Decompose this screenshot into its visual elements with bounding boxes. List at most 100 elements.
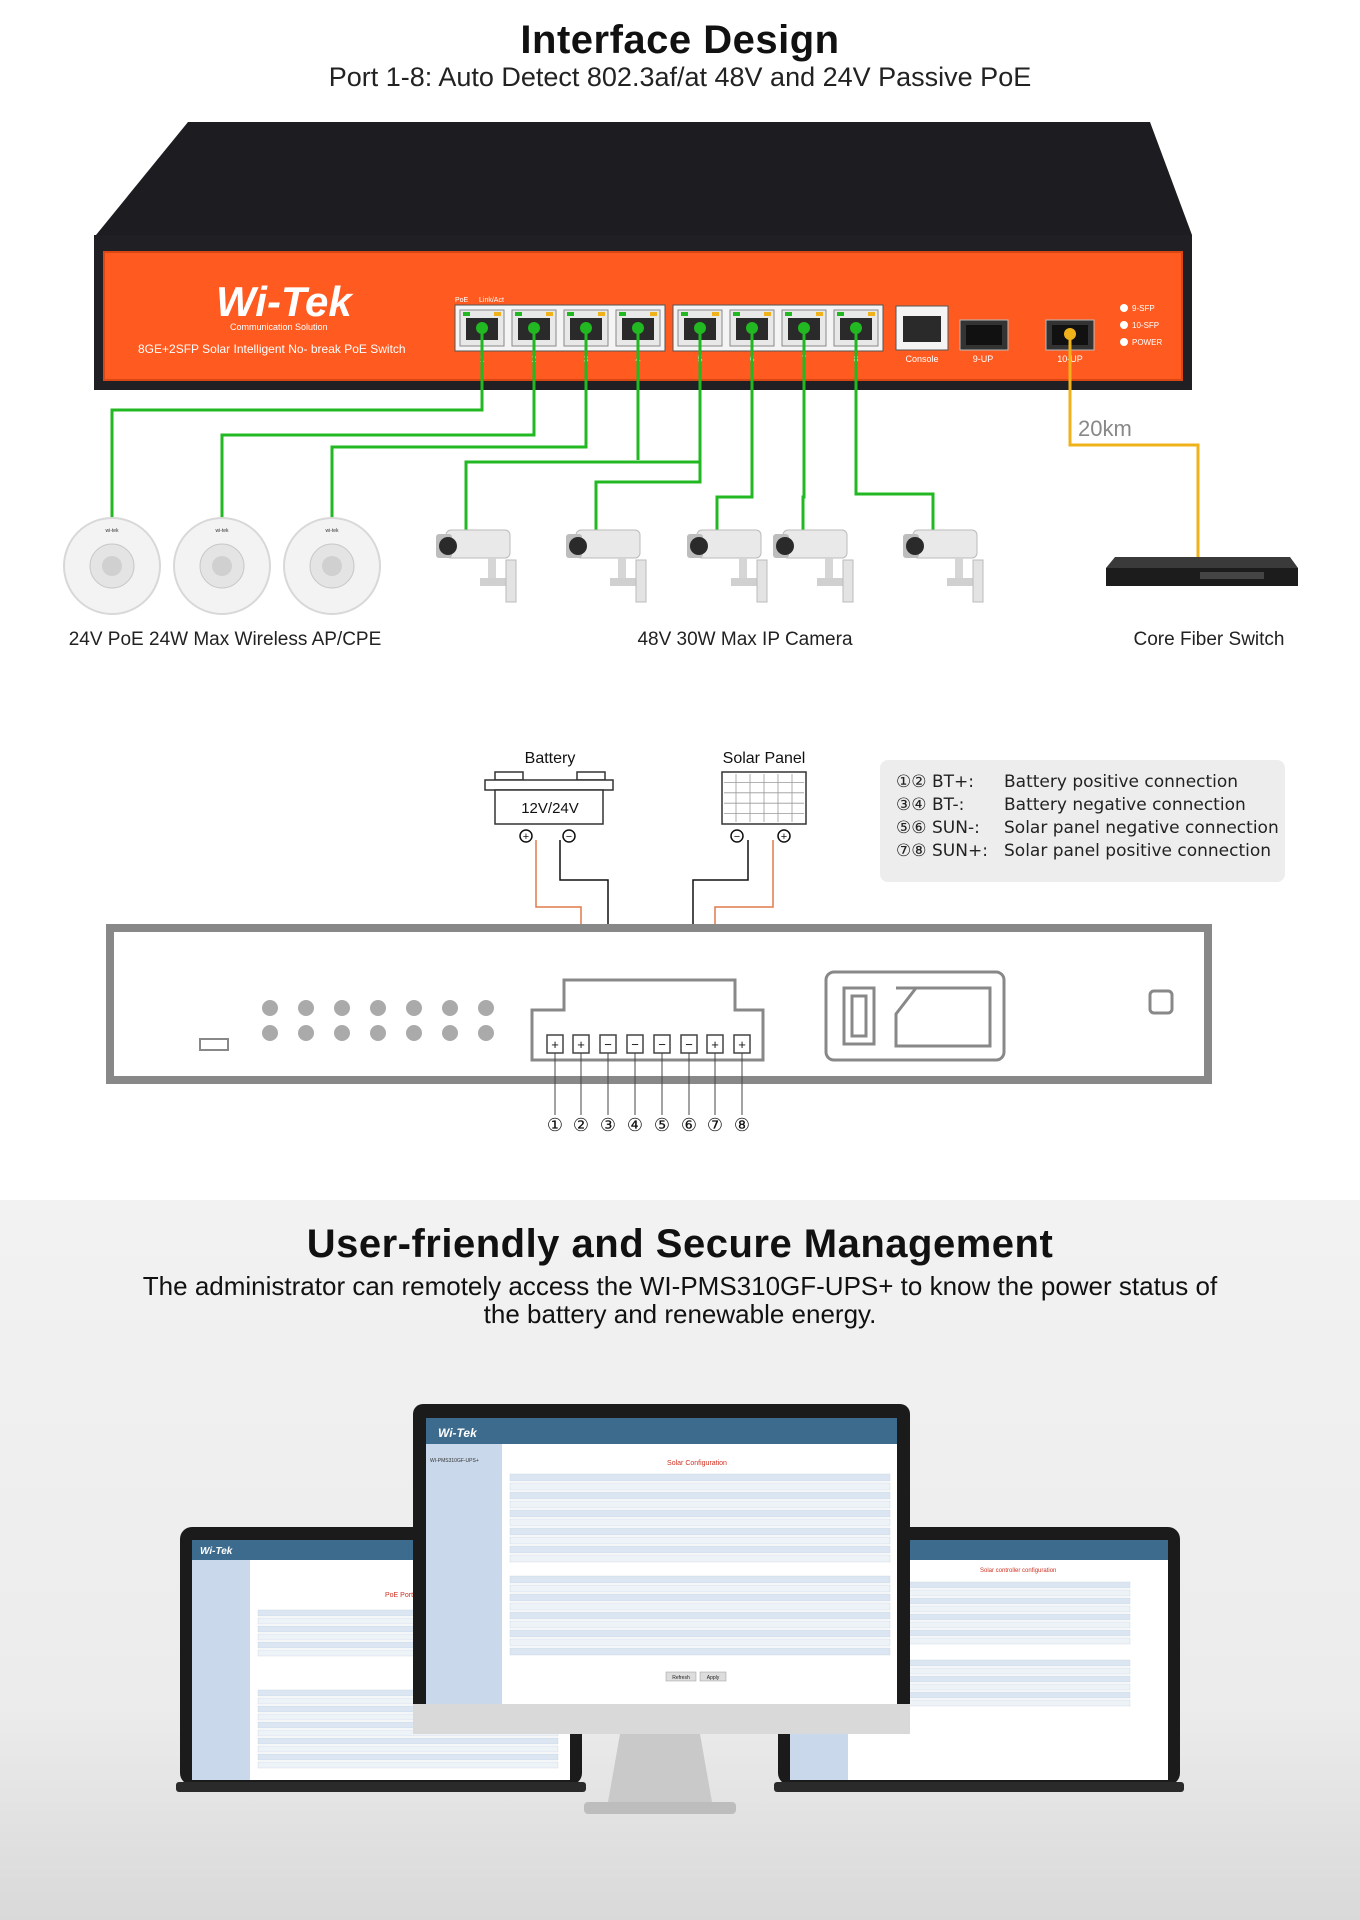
port-header-poe: PoE [455, 297, 469, 304]
terminal-number: ① [547, 1115, 563, 1135]
management-title: User-friendly and Secure Management [306, 1222, 1054, 1266]
rear-led-dot [478, 1000, 494, 1016]
terminal-number: ⑧ [734, 1115, 750, 1135]
center-screen-title: Solar Configuration [667, 1460, 727, 1467]
fiber-distance: 20km [1078, 416, 1132, 441]
terminal-sign: − [658, 1037, 666, 1052]
screen-table-row [257, 1737, 559, 1745]
right-laptop: Wi-Tek Solar controller configuration [774, 1527, 1184, 1792]
terminal-sign: − [631, 1037, 639, 1052]
screen-table-row [509, 1647, 891, 1656]
screen-table-row [509, 1527, 891, 1536]
led-label-9sfp: 9-SFP [1132, 304, 1155, 313]
screen-table-row [879, 1629, 1131, 1637]
fiber-cable [1068, 334, 1200, 560]
ap-label: 24V PoE 24W Max Wireless AP/CPE [69, 629, 382, 650]
rear-led-dot [370, 1000, 386, 1016]
terminal-number: ⑤ [654, 1115, 670, 1135]
rear-led-dot [406, 1025, 422, 1041]
terminal-sign: − [604, 1037, 612, 1052]
rear-led-dot [262, 1025, 278, 1041]
power-socket-icon [824, 970, 1006, 1062]
switch-chassis-top [96, 122, 1192, 235]
ip-camera-icon [903, 529, 984, 603]
ap-logo: wi-tek [105, 528, 119, 534]
wireless-ap-icon: wi-tek [283, 517, 381, 615]
rear-led-dot [298, 1000, 314, 1016]
screen-table-row [879, 1675, 1131, 1683]
screen-table-row [257, 1745, 559, 1753]
rear-led-dot [370, 1025, 386, 1041]
screen-table-row [509, 1611, 891, 1620]
rear-led-dot [442, 1025, 458, 1041]
led-label-power: POWER [1132, 338, 1162, 347]
terminal-number: ③ [600, 1115, 616, 1135]
svg-text:+: + [523, 831, 529, 843]
wiring-diagram: Battery 12V/24V + − Solar Panel − + ++−−… [106, 750, 1212, 1135]
rear-led-dot [478, 1025, 494, 1041]
center-monitor: Wi-Tek WI-PMS310GF-UPS+ Solar Configurat… [413, 1404, 910, 1814]
poe-cables [110, 328, 935, 530]
apply-button-label: Apply [707, 1675, 720, 1681]
terminal-sign: + [738, 1037, 746, 1052]
screen-table-row [509, 1473, 891, 1482]
rear-slot [199, 1038, 229, 1051]
rear-led-dot [334, 1000, 350, 1016]
terminal-sign: − [685, 1037, 693, 1052]
led-label-10sfp: 10-SFP [1132, 321, 1159, 330]
core-fiber-switch-icon [1106, 557, 1298, 586]
screen-table-row [509, 1491, 891, 1500]
screen-table-row [509, 1482, 891, 1491]
page-subtitle: Port 1-8: Auto Detect 802.3af/at 48V and… [328, 62, 1032, 92]
rear-led-dot [406, 1000, 422, 1016]
screen-table-row [879, 1589, 1131, 1597]
svg-text:+: + [781, 831, 787, 843]
led-10sfp [1120, 321, 1128, 329]
ap-logo: wi-tek [325, 528, 339, 534]
screen-table-row [879, 1605, 1131, 1613]
management-subtitle: The administrator can remotely access th… [142, 1271, 1218, 1329]
console-label: Console [905, 354, 938, 364]
screen-table-row [509, 1602, 891, 1611]
solar-title: Solar Panel [723, 750, 806, 767]
refresh-button-label: Refresh [672, 1675, 690, 1681]
wireless-ap-icon: wi-tek [63, 517, 161, 615]
terminal-sign: + [577, 1037, 585, 1052]
battery-voltage: 12V/24V [521, 800, 579, 817]
solar-panel-icon [721, 771, 807, 825]
screen-table-row [509, 1584, 891, 1593]
screen-table-row [257, 1753, 559, 1761]
screen-table-row [879, 1581, 1131, 1589]
screen-table-row [879, 1621, 1131, 1629]
right-screen-title: Solar controller configuration [980, 1568, 1056, 1574]
screen-table-row [509, 1536, 891, 1545]
screen-table-row [509, 1638, 891, 1647]
rear-button [1148, 989, 1174, 1015]
battery-terminal-icons [519, 829, 576, 843]
switch-topology-diagram: Wi-Tek Communication Solution 8GE+2SFP S… [63, 122, 1298, 650]
terminal-number: ⑥ [681, 1115, 697, 1135]
battery-icon [484, 771, 614, 825]
rear-led-dot [262, 1000, 278, 1016]
device-mockups: Wi-Tek PoE Port Configuration Wi-Tek Sol… [176, 1404, 1184, 1814]
led-9sfp [1120, 304, 1128, 312]
screen-table-row [257, 1761, 559, 1769]
screen-table-row [509, 1620, 891, 1629]
ip-camera-icon [687, 529, 768, 603]
left-screen-brand: Wi-Tek [200, 1546, 233, 1557]
page-title: Interface Design [520, 18, 840, 62]
terminal-sign: + [711, 1037, 719, 1052]
switch-brand-tagline: Communication Solution [230, 322, 328, 332]
terminal-number: ② [573, 1115, 589, 1135]
screen-table-row [879, 1613, 1131, 1621]
screen-table-row [879, 1667, 1131, 1675]
screen-table-row [509, 1500, 891, 1509]
camera-label: 48V 30W Max IP Camera [637, 629, 853, 650]
screen-table-row [879, 1659, 1131, 1667]
screen-table-row [879, 1691, 1131, 1699]
port-header-link: Link/Act [479, 297, 504, 304]
screen-table-row [509, 1575, 891, 1584]
